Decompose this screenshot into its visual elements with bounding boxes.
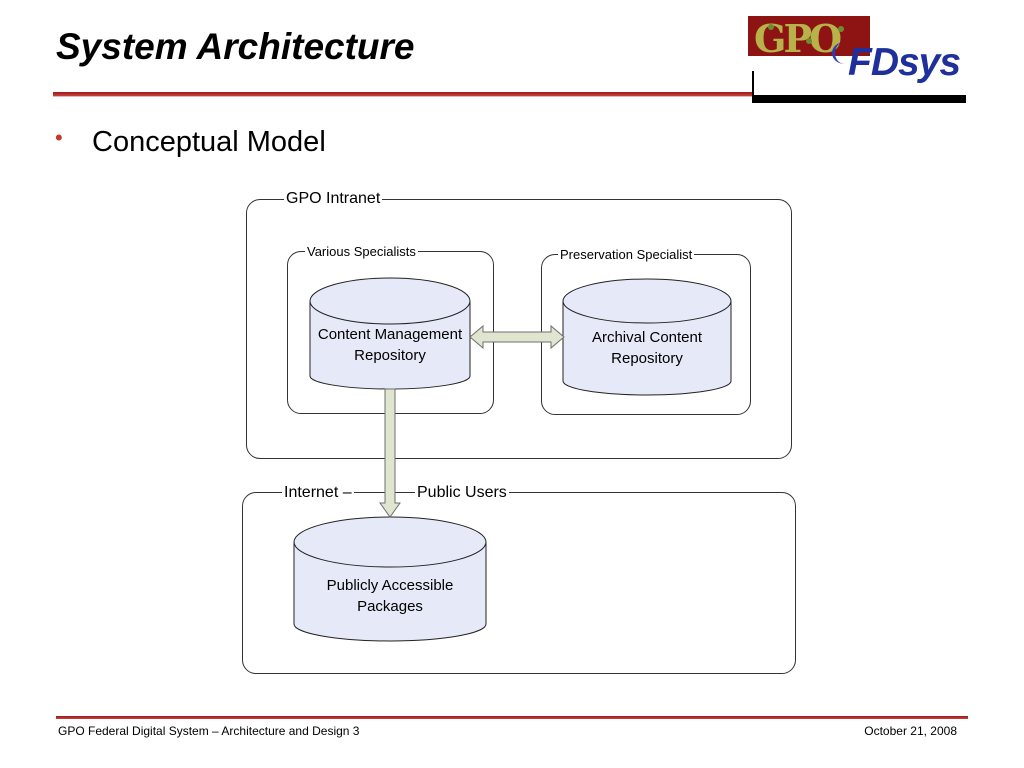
logo-vertical-rule: [752, 71, 754, 103]
logo-speckle: [806, 38, 812, 44]
fdsys-logo-text: FDsys: [848, 41, 961, 84]
fdsys-logo: GPO FDsys: [748, 16, 988, 106]
public-users-label: Public Users: [415, 484, 509, 502]
gpo-intranet-group: [246, 199, 792, 459]
logo-speckle: [838, 26, 844, 32]
title-underline: [53, 92, 753, 97]
footer-rule: [56, 716, 968, 719]
bullet-text: Conceptual Model: [92, 126, 326, 158]
preservation-specialist-label: Preservation Specialist: [558, 247, 695, 262]
gpo-logo-text: GPO: [754, 16, 842, 56]
public-line2: Packages: [357, 598, 423, 615]
footer-left-text: GPO Federal Digital System – Architectur…: [58, 724, 360, 738]
archival-content-repository-cylinder: [562, 278, 732, 396]
internet-public-group: [242, 492, 796, 674]
content-management-repository-label: Content Management Repository: [310, 324, 470, 366]
publish-down-arrow: [379, 388, 401, 518]
archival-line1: Archival Content: [591, 329, 703, 346]
sync-double-arrow: [469, 324, 565, 350]
public-line1: Publicly Accessible: [326, 577, 454, 594]
publicly-accessible-packages-label: Publicly Accessible Packages: [294, 575, 486, 617]
archival-content-repository-label: Archival Content Repository: [563, 327, 731, 369]
publicly-accessible-packages-cylinder: [293, 516, 487, 642]
logo-speckle: [768, 24, 774, 30]
logo-swoosh-icon: [832, 42, 857, 64]
content-management-line1: Content Management: [317, 326, 463, 343]
content-management-repository-cylinder: [309, 277, 471, 390]
slide-title: System Architecture: [56, 26, 415, 67]
gpo-intranet-label: GPO Intranet: [284, 190, 383, 208]
footer-date: October 21, 2008: [864, 724, 957, 738]
internet-label: Internet –: [282, 484, 354, 502]
bullet-icon: •: [55, 125, 63, 150]
content-management-line2: Repository: [354, 347, 426, 364]
archival-line2: Repository: [611, 350, 683, 367]
logo-horizontal-bar: [754, 95, 966, 103]
various-specialists-label: Various Specialists: [305, 244, 418, 259]
